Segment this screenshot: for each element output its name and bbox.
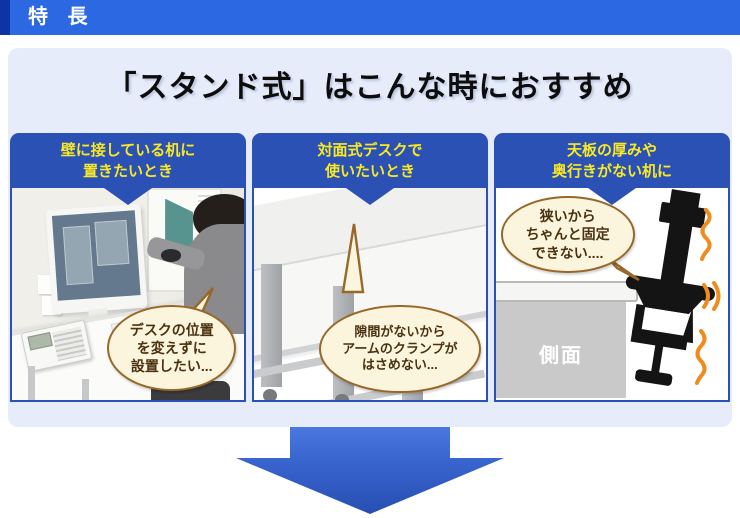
desk-leg: [81, 378, 89, 400]
feature-section-bar: 特 長: [0, 0, 740, 35]
bubble-text-line: ちゃんと固定: [525, 226, 610, 243]
bubble-text-line: を変えずに: [136, 339, 207, 356]
speech-bubble: デスクの位置 を変えずに 設置したい...: [107, 304, 237, 392]
panel-thin-desk: 天板の厚みや 奥行きがない机に 側面: [494, 133, 730, 402]
wall-desk-photo: [12, 188, 244, 400]
bubble-text-line: できない....: [531, 244, 604, 261]
panel-heading-line: 壁に接している机に: [60, 141, 196, 159]
panel-heading-line: 置きたいとき: [82, 162, 173, 180]
screen-window: [94, 219, 130, 267]
caster-wheel: [263, 389, 278, 400]
desk-leg: [260, 264, 282, 388]
panel-wall-desk-header: 壁に接している机に 置きたいとき: [10, 133, 246, 188]
mouse: [160, 249, 182, 263]
vibration-icon: [702, 281, 721, 312]
panel-heading-line: 使いたいとき: [324, 162, 415, 180]
vibration-icon: [700, 208, 712, 262]
panel-heading-line: 対面式デスクで: [317, 141, 423, 159]
screen-window: [62, 225, 94, 286]
bubble-tail: [608, 257, 640, 281]
desk-top-edge: [496, 281, 638, 303]
section-bar-label: 特 長: [28, 6, 95, 28]
desk-side-panel: 側面: [496, 302, 626, 398]
down-arrow-stem: [290, 427, 450, 459]
monitor: [45, 203, 148, 315]
monitor-screen: [51, 210, 142, 302]
clamp-pole: [660, 221, 694, 285]
panel-thin-desk-header: 天板の厚みや 奥行きがない机に: [494, 133, 730, 188]
side-view-label: 側面: [538, 344, 583, 367]
bubble-text-line: デスクの位置: [129, 321, 214, 338]
page-title: 「スタンド式」はこんな時におすすめ: [106, 71, 634, 104]
panel-thin-desk-image: 側面: [494, 188, 730, 402]
bubble-text-line: はさめない...: [361, 357, 438, 373]
panel-wall-desk-image: デスクの位置 を変えずに 設置したい...: [10, 188, 246, 402]
phone-keypad: [51, 325, 86, 361]
caster-wheel: [335, 393, 350, 400]
panel-facing-desks-header: 対面式デスクで 使いたいとき: [252, 133, 488, 188]
down-arrow-head: [236, 458, 504, 514]
clamp-handle: [634, 369, 674, 387]
header-pointer-notch: [346, 188, 394, 205]
clamp-illustration: 側面: [496, 188, 728, 400]
feature-card: 「スタンド式」はこんな時におすすめ 壁に接している机に 置きたいとき: [8, 48, 732, 427]
bubble-text-line: 狭いから: [539, 208, 596, 225]
panel-wall-desk: 壁に接している机に 置きたいとき: [10, 133, 246, 402]
vibration-icon: [695, 328, 707, 385]
phone-display: [26, 331, 53, 351]
speech-bubble: 狭いから ちゃんと固定 できない....: [500, 196, 635, 273]
header-pointer-notch: [104, 188, 152, 205]
down-arrow: [236, 427, 504, 514]
panel-heading-line: 天板の厚みや: [566, 141, 657, 159]
speech-bubble: 隙間がないから アームのクランプが はさめない...: [318, 304, 481, 394]
bubble-text-line: 設置したい...: [130, 358, 213, 375]
bubble-text-line: 隙間がないから: [354, 323, 446, 339]
panel-facing-desks-image: 隙間がないから アームのクランプが はさめない...: [252, 188, 488, 402]
desk-leg: [28, 366, 36, 400]
section-bar-accent: [0, 0, 10, 35]
bubble-text-line: アームのクランプが: [342, 340, 458, 356]
panel-heading-line: 奥行きがない机に: [551, 162, 672, 180]
panel-row: 壁に接している机に 置きたいとき: [10, 133, 730, 402]
clamp-screw: [650, 341, 664, 375]
bubble-tail: [341, 223, 365, 294]
panel-facing-desks: 対面式デスクで 使いたいとき: [252, 133, 488, 402]
